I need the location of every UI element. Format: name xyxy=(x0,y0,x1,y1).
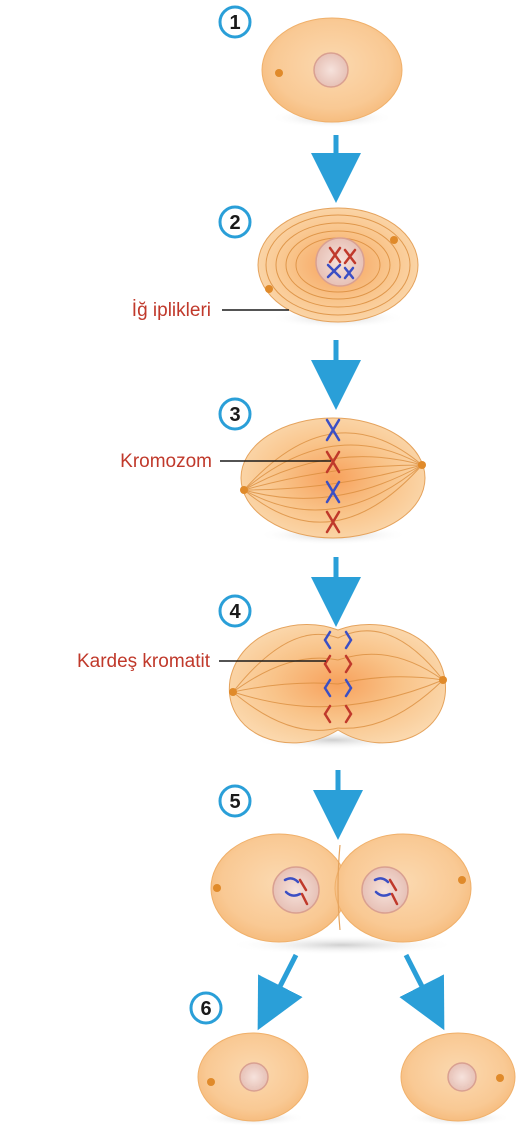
chromosome-label: Kromozom xyxy=(120,451,212,472)
centrosome xyxy=(213,884,221,892)
step-4: 4 Kardeş kromatit xyxy=(77,596,447,750)
chromatid-label: Kardeş kromatit xyxy=(77,651,211,672)
step-2-number: 2 xyxy=(229,212,240,234)
step-6-number: 6 xyxy=(200,998,211,1020)
nucleus xyxy=(273,867,319,913)
centrosome xyxy=(439,676,447,684)
centrosome xyxy=(265,285,273,293)
centrosome xyxy=(458,876,466,884)
step-1: 1 xyxy=(220,7,402,128)
step-5-number: 5 xyxy=(229,791,240,813)
step-3-number: 3 xyxy=(229,404,240,426)
arrow-5-6-right xyxy=(406,955,433,1008)
step-4-number: 4 xyxy=(229,601,241,623)
step-2: 2 İğ iplikleri xyxy=(132,207,418,328)
step-6: 6 xyxy=(191,993,515,1126)
centrosome xyxy=(418,461,426,469)
centrosome xyxy=(275,69,283,77)
arrow-5-6-left xyxy=(269,955,296,1008)
spindle-label: İğ iplikleri xyxy=(132,300,211,321)
nucleus xyxy=(362,867,408,913)
centrosome xyxy=(496,1074,504,1082)
centrosome xyxy=(229,688,237,696)
centrosome xyxy=(207,1078,215,1086)
step-5: 5 xyxy=(211,786,471,955)
step-3: 3 Kromozom xyxy=(120,399,426,545)
step-1-number: 1 xyxy=(229,12,240,34)
centrosome xyxy=(390,236,398,244)
centrosome xyxy=(240,486,248,494)
nucleus xyxy=(314,53,348,87)
